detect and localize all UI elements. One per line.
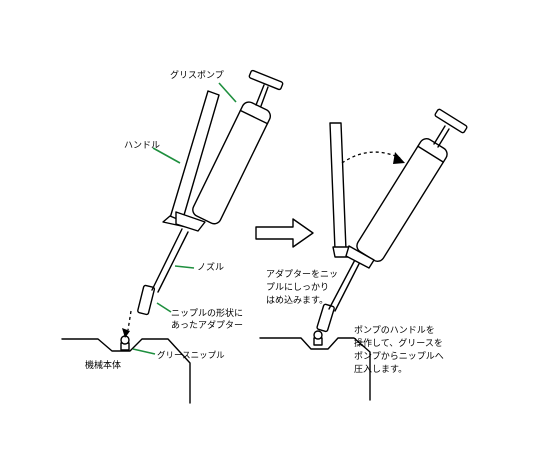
process-arrow — [255, 218, 314, 248]
leader-adapter — [156, 302, 172, 313]
adapter-right — [316, 303, 335, 333]
machine-body-right — [259, 337, 371, 401]
pump-barrel-left — [192, 101, 272, 225]
label-handle: ハンドル — [124, 141, 160, 151]
nozzle-left — [151, 228, 189, 293]
leader-grease-nipple — [132, 348, 156, 355]
label-step2-line3: はめ込みます。 — [266, 295, 328, 306]
dashed-arrow-head-left — [122, 328, 130, 338]
label-step2-line2: プルにしっかり — [266, 282, 329, 293]
label-machine-body: 機械本体 — [85, 359, 121, 371]
grease-nipple-right — [313, 330, 323, 346]
label-grease-pump: グリスポンプ — [170, 69, 224, 81]
label-step2-line1: アダプターをニッ — [266, 268, 338, 280]
machine-body-left — [61, 338, 191, 404]
plunger-left — [248, 69, 284, 107]
left-figure — [61, 69, 284, 404]
pump-joint-right — [345, 245, 375, 269]
label-step3-line3: ポンプからニップルへ — [354, 351, 444, 362]
adapter-left — [137, 284, 156, 316]
label-step3-line2: 操作して、グリースを — [354, 337, 443, 349]
nozzle-right — [328, 255, 363, 312]
pump-barrel-right — [356, 138, 448, 262]
leader-grease-pump — [218, 82, 237, 103]
grease-nipple-left — [120, 335, 130, 351]
label-step3-line1: ポンプのハンドルを — [354, 325, 435, 336]
dashed-arrow-left — [127, 310, 132, 331]
right-figure — [259, 108, 468, 401]
labels: グリスポンプ ハンドル ノズル ニップルの形状に あったアダプター 機械本体 グ… — [85, 69, 444, 375]
leader-nozzle — [174, 265, 195, 269]
plunger-right — [433, 108, 468, 148]
label-adapter-line1: ニップルの形状に — [171, 307, 243, 319]
dashed-swing-arrow — [341, 151, 401, 164]
leader-handle — [152, 147, 181, 164]
pump-joint-left — [175, 211, 206, 232]
label-step3-line4: 圧入します。 — [354, 364, 407, 375]
label-adapter-line2: あったアダプター — [171, 319, 243, 331]
handle-lever-right — [329, 122, 354, 258]
label-grease-nipple: グリースニップル — [157, 350, 225, 361]
leader-lines — [132, 82, 237, 355]
dashed-swing-arrow-head — [393, 152, 405, 164]
label-nozzle: ノズル — [197, 261, 224, 273]
